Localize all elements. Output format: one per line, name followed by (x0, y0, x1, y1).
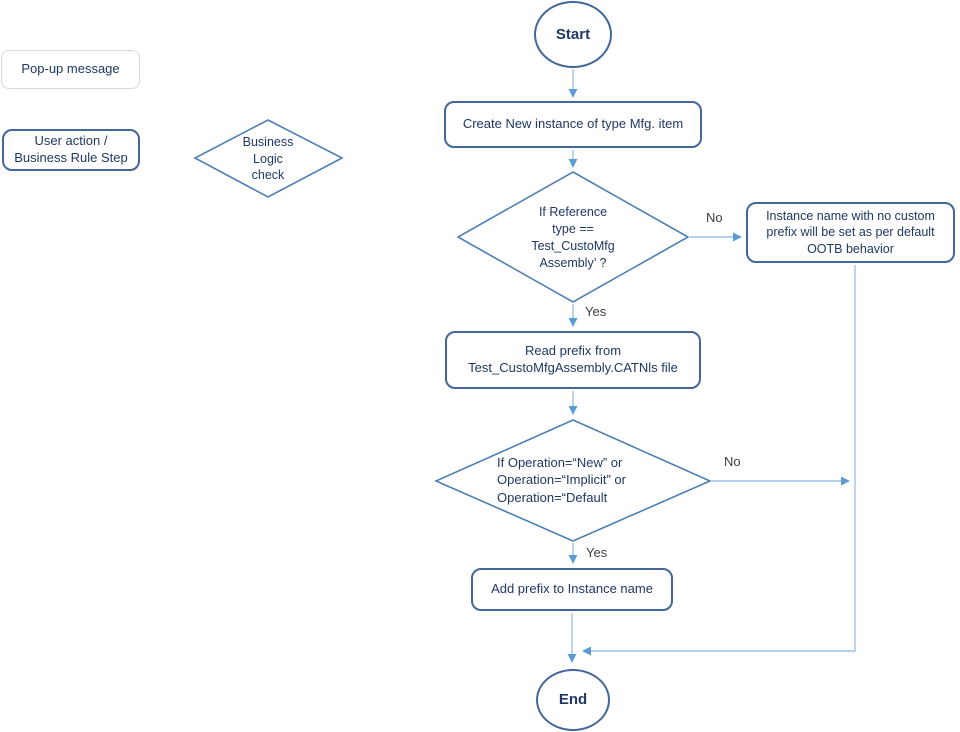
operation-decision-diamond-shape (434, 419, 712, 542)
legend-user-action-box: User action / Business Rule Step (2, 129, 140, 171)
default-behavior-node: Instance name with no custom prefix will… (746, 202, 955, 263)
default-behavior-label: Instance name with no custom prefix will… (766, 209, 935, 256)
reference-decision-label: If Reference type == Test_CustoMfg Assem… (531, 205, 615, 270)
legend-business-logic-diamond-shape (193, 119, 344, 198)
reference-no-label: No (706, 210, 723, 225)
create-instance-label: Create New instance of type Mfg. item (462, 116, 684, 132)
legend-popup-message-label: Pop-up message (21, 61, 120, 77)
end-label: End (558, 691, 588, 709)
start-label: Start (555, 25, 591, 43)
operation-decision-label: If Operation=“New” or Operation=“Implici… (497, 454, 626, 505)
reference-yes-label: Yes (585, 304, 607, 319)
connector-bypass-to-merge (582, 265, 856, 656)
reference-decision-diamond-shape (456, 171, 690, 303)
end-node: End (536, 669, 610, 731)
add-prefix-node: Add prefix to Instance name (471, 568, 673, 611)
legend-user-action-label: User action / Business Rule Step (14, 133, 128, 165)
legend-popup-message-box: Pop-up message (1, 50, 140, 89)
operation-no-label: No (724, 454, 741, 469)
create-instance-node: Create New instance of type Mfg. item (444, 101, 702, 148)
read-prefix-label: Read prefix from Test_CustoMfgAssembly.C… (468, 343, 678, 375)
add-prefix-label: Add prefix to Instance name (491, 581, 653, 597)
read-prefix-node: Read prefix from Test_CustoMfgAssembly.C… (445, 331, 701, 389)
legend-business-logic-label: Business Logic check (242, 134, 294, 183)
start-node: Start (534, 1, 612, 68)
operation-yes-label: Yes (586, 545, 608, 560)
